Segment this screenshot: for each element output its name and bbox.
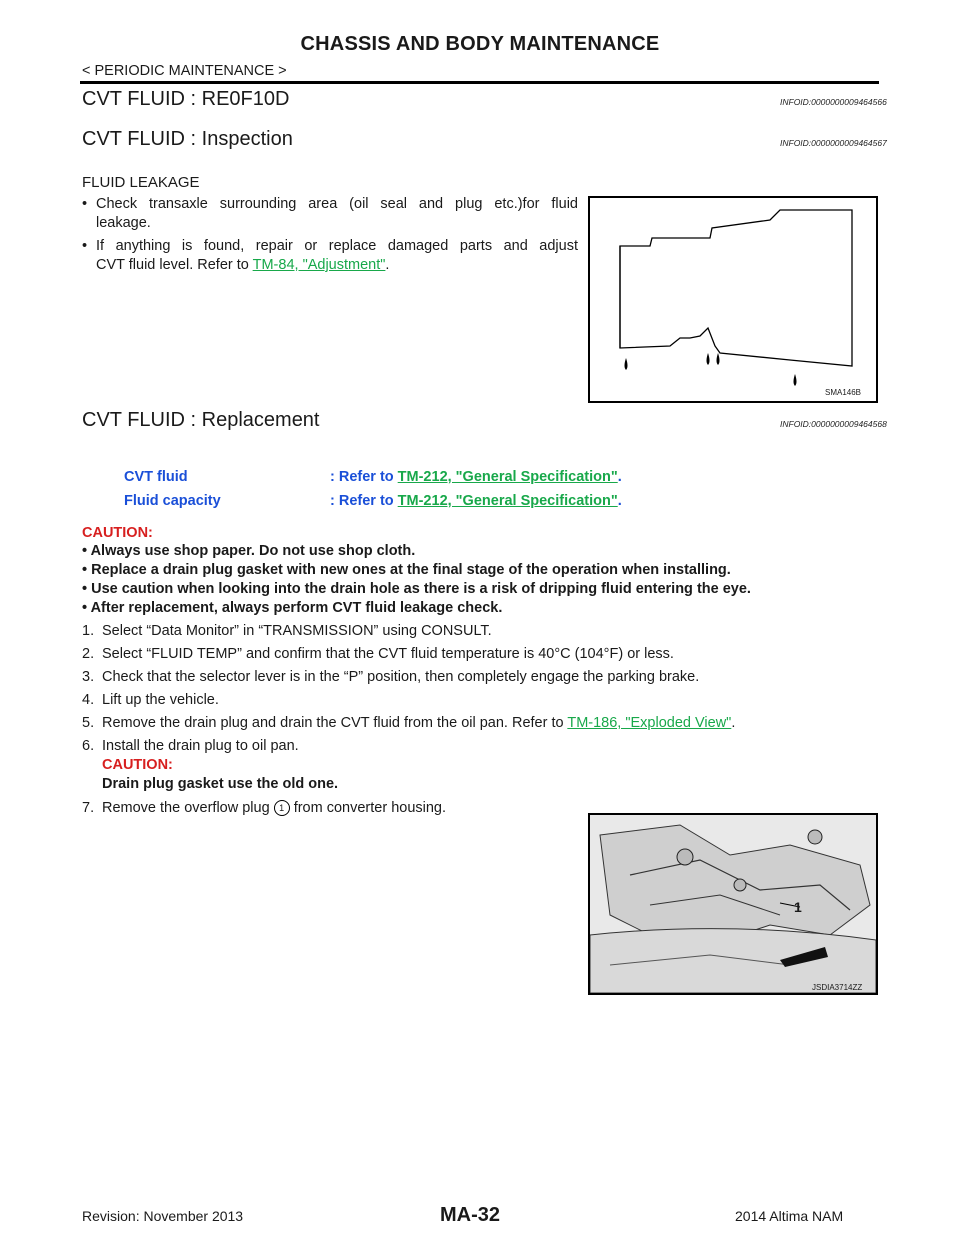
caution-item-4: • After replacement, always perform CVT … bbox=[82, 600, 503, 616]
converter-housing-drawing bbox=[589, 815, 877, 994]
exploded-view-link[interactable]: TM-186, "Exploded View" bbox=[567, 715, 732, 731]
spec-fluid-capacity-suffix: . bbox=[617, 493, 622, 509]
step-6: 6. Install the drain plug to oil pan. bbox=[82, 738, 299, 754]
bullet-2-suffix: . bbox=[385, 257, 390, 273]
inspection-bullets: Check transaxle surrounding area (oil se… bbox=[82, 195, 578, 275]
step-3-number: 3. bbox=[82, 669, 95, 685]
infoid-inspection: INFOID:0000000009464567 bbox=[780, 138, 887, 148]
spec-fluid-capacity-value: : Refer to TM-212, "General Specificatio… bbox=[330, 493, 622, 509]
section-title-replacement: CVT FLUID : Replacement bbox=[82, 409, 320, 431]
adjustment-link[interactable]: TM-84, "Adjustment" bbox=[252, 257, 386, 273]
footer-model: 2014 Altima NAM bbox=[735, 1208, 844, 1224]
step-1: 1. Select “Data Monitor” in “TRANSMISSION… bbox=[82, 623, 492, 639]
fluid-leak-drawing bbox=[619, 209, 853, 386]
step-5-number: 5. bbox=[82, 715, 95, 731]
bullet-1-line1: Check transaxle surrounding area (oil se… bbox=[82, 195, 578, 214]
step-1-text: Select “Data Monitor” in “TRANSMISSION” … bbox=[102, 623, 492, 639]
fluid-leak-figure: SMA146B bbox=[588, 196, 878, 403]
spec-fluid-capacity-prefix: : Refer to bbox=[330, 493, 398, 509]
step-3-text: Check that the selector lever is in the … bbox=[102, 669, 700, 685]
step-5-suffix: . bbox=[731, 715, 736, 731]
figure-code-jsdia3714zz: JSDIA3714ZZ bbox=[812, 983, 863, 992]
page-number: MA-32 bbox=[440, 1204, 501, 1226]
general-spec-link-2[interactable]: TM-212, "General Specification" bbox=[397, 493, 618, 509]
footer-revision: Revision: November 2013 bbox=[82, 1208, 244, 1224]
step-6-text: Install the drain plug to oil pan. bbox=[102, 738, 299, 754]
step-2-text: Select “FLUID TEMP” and confirm that the… bbox=[102, 646, 674, 662]
page-header-title: CHASSIS AND BODY MAINTENANCE bbox=[300, 33, 660, 55]
header-rule bbox=[80, 81, 879, 84]
section-title-inspection: CVT FLUID : Inspection bbox=[82, 128, 293, 150]
step-7-number: 7. bbox=[82, 800, 95, 816]
caution-heading: CAUTION: bbox=[82, 525, 153, 541]
figure-code-sma146b: SMA146B bbox=[825, 388, 862, 397]
spec-fluid-capacity-label: Fluid capacity bbox=[124, 493, 221, 509]
spec-cvt-fluid-prefix: : Refer to bbox=[330, 469, 398, 485]
section-title-re0f10d: CVT FLUID : RE0F10D bbox=[82, 88, 290, 110]
spec-cvt-fluid-label: CVT fluid bbox=[124, 469, 188, 485]
step-7: 7. Remove the overflow plug 1 from conver… bbox=[82, 800, 447, 817]
step-4: 4. Lift up the vehicle. bbox=[82, 692, 219, 708]
spec-cvt-fluid-suffix: . bbox=[617, 469, 622, 485]
caution-item-1: • Always use shop paper. Do not use shop… bbox=[82, 543, 416, 559]
step-3: 3. Check that the selector lever is in th… bbox=[82, 669, 699, 685]
step-6-caution-heading: CAUTION: bbox=[102, 757, 173, 773]
infoid-re0f10d: INFOID:0000000009464566 bbox=[780, 97, 887, 107]
step-5: 5. Remove the drain plug and drain the CV… bbox=[82, 715, 735, 731]
step-7-text: Remove the overflow plug bbox=[102, 800, 274, 816]
step-2: 2. Select “FLUID TEMP” and confirm that t… bbox=[82, 646, 674, 662]
step-6-caution-text: Drain plug gasket use the old one. bbox=[102, 776, 339, 792]
section-breadcrumb: < PERIODIC MAINTENANCE > bbox=[82, 63, 287, 79]
callout-1-marker: 1 bbox=[273, 800, 290, 817]
bullet-2-line1: If anything is found, repair or replace … bbox=[82, 237, 578, 256]
converter-housing-figure: 1 JSDIA3714ZZ bbox=[588, 813, 878, 995]
spec-cvt-fluid-value: : Refer to TM-212, "General Specificatio… bbox=[330, 469, 622, 485]
step-7-suffix: from converter housing. bbox=[289, 800, 447, 816]
figure-callout-1: 1 bbox=[794, 899, 802, 915]
step-5-text: Remove the drain plug and drain the CVT … bbox=[102, 715, 568, 731]
infoid-replacement: INFOID:0000000009464568 bbox=[780, 419, 887, 429]
general-spec-link-1[interactable]: TM-212, "General Specification" bbox=[397, 469, 618, 485]
bullet-1-line2: leakage. bbox=[96, 215, 151, 231]
caution-item-3: • Use caution when looking into the drai… bbox=[82, 581, 751, 597]
caution-item-2: • Replace a drain plug gasket with new o… bbox=[82, 562, 731, 578]
bullet-2-text: CVT fluid level. Refer to bbox=[96, 257, 253, 273]
step-6-number: 6. bbox=[82, 738, 95, 754]
step-2-number: 2. bbox=[82, 646, 95, 662]
fluid-leakage-heading: FLUID LEAKAGE bbox=[82, 174, 200, 191]
step-4-number: 4. bbox=[82, 692, 95, 708]
step-1-number: 1. bbox=[82, 623, 95, 639]
step-4-text: Lift up the vehicle. bbox=[102, 692, 219, 708]
bullet-2-line2: CVT fluid level. Refer to TM-84, "Adjust… bbox=[82, 256, 578, 275]
